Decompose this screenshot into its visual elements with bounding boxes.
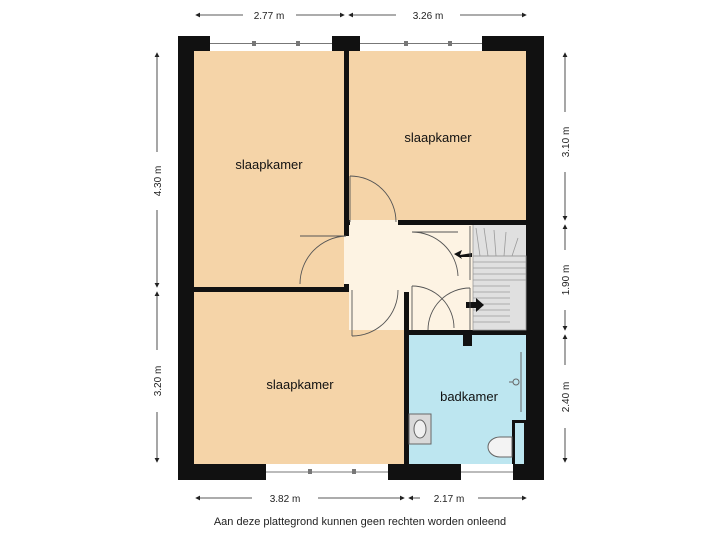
- window-top-right: [360, 36, 482, 51]
- label-bedroom-bottom-left: slaapkamer: [266, 377, 334, 392]
- label-bedroom-top-right: slaapkamer: [404, 130, 472, 145]
- wall-bath-left: [404, 292, 409, 464]
- doors: [299, 175, 471, 337]
- stair-arrow-down-icon: [454, 250, 472, 259]
- dim-left-lower: 3.20 m: [153, 366, 164, 397]
- bathroom-fixtures: [408, 352, 522, 458]
- label-bathroom: badkamer: [440, 389, 498, 404]
- stair-arrow-up-icon: [466, 298, 484, 312]
- room-bedroom-top-left: [194, 51, 344, 287]
- room-landing: [404, 286, 473, 330]
- room-stairs: [473, 225, 526, 330]
- label-bedroom-top-left: slaapkamer: [235, 157, 303, 172]
- dim-top-right: 3.26 m: [413, 11, 444, 22]
- wall-bath-niche-inner: [515, 423, 524, 464]
- dim-top-left: 2.77 m: [254, 11, 285, 22]
- dim-right-lower: 2.40 m: [561, 382, 572, 413]
- window-bottom-left: [266, 464, 388, 480]
- dim-left-upper: 4.30 m: [153, 166, 164, 197]
- room-bedroom-top-right: [349, 51, 526, 220]
- dim-bottom-right: 2.17 m: [434, 494, 465, 505]
- window-bottom-right: [461, 464, 513, 480]
- dim-bottom-left: 3.82 m: [270, 494, 301, 505]
- dimension-lines: [154, 12, 568, 501]
- wall-post: [463, 330, 472, 346]
- disclaimer-text: Aan deze plattegrond kunnen geen rechten…: [213, 516, 507, 528]
- toilet-icon: [487, 436, 513, 458]
- window-top-left: [210, 36, 332, 51]
- dim-right-middle: 1.90 m: [561, 265, 572, 296]
- dim-right-upper: 3.10 m: [561, 127, 572, 158]
